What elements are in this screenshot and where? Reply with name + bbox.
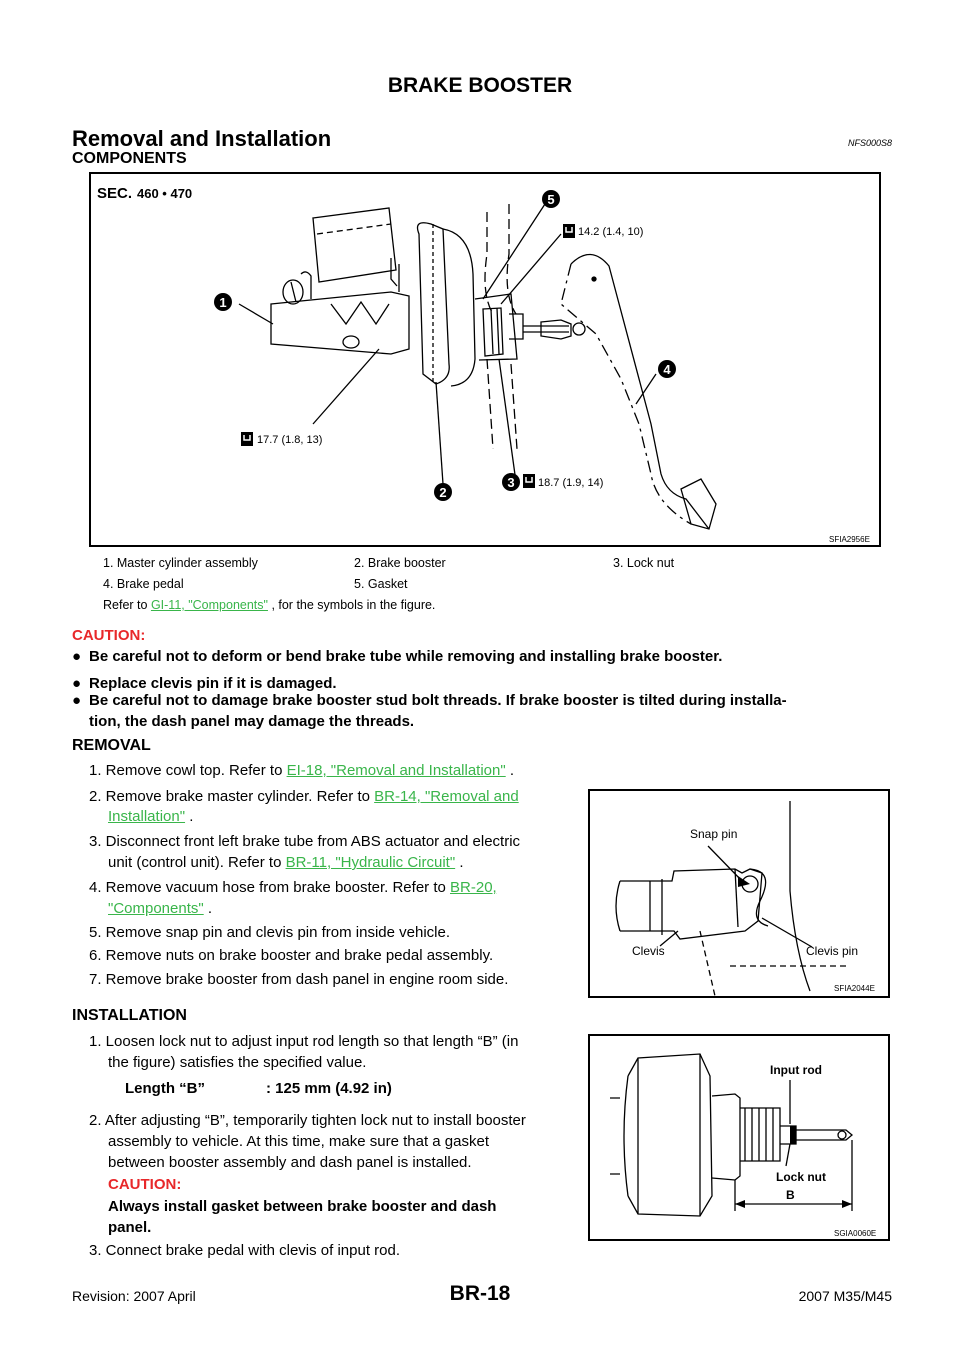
callout-5 [542, 190, 560, 208]
removal-step-4: 4. Remove vacuum hose from brake booster… [89, 877, 497, 898]
callout-5-label: 5 [547, 192, 554, 207]
input-rod-figure: Input rod Lock nut B SGIA0060E [588, 1034, 890, 1241]
page-number: BR-18 [449, 1282, 511, 1305]
spec-label: Length “B” [125, 1080, 205, 1097]
callout-2-label: 2 [439, 485, 446, 500]
clevis-pin-label: Clevis pin [806, 944, 858, 958]
clevis-figure: Snap pin Clevis Clevis pin SFIA2044E [588, 789, 890, 998]
installation-step-3: 3. Connect brake pedal with clevis of in… [89, 1242, 401, 1259]
step-end: . [455, 854, 464, 871]
callout-2 [434, 483, 452, 501]
removal-step-5: 5. Remove snap pin and clevis pin from i… [89, 924, 451, 941]
link-br-14[interactable]: BR-14, "Removal and [374, 788, 519, 805]
torque-value-3: 18.7 (1.9, 14) [538, 477, 603, 489]
callout-1 [214, 293, 232, 311]
legend-item-1: 1. Master cylinder assembly [103, 556, 258, 570]
installation-caution-label: CAUTION: [108, 1176, 182, 1193]
callout-4 [658, 360, 676, 378]
link-br-14-cont[interactable]: Installation" [108, 808, 186, 825]
installation-step-1-cont: the figure) satisfies the specified valu… [108, 1054, 367, 1071]
figure-id: SFIA2044E [834, 984, 875, 993]
footer-revision: Revision: 2007 April [72, 1288, 196, 1304]
footer-model: 2007 M35/M45 [798, 1288, 892, 1304]
callout-3-label: 3 [507, 475, 514, 490]
legend-item-3: 3. Lock nut [613, 556, 675, 570]
installation-step-2: 2. After adjusting “B”, temporarily tigh… [89, 1112, 526, 1129]
installation-caution-line: panel. [108, 1219, 152, 1236]
caution-text: tion, the dash panel may damage the thre… [89, 713, 415, 730]
link-gi-11-components[interactable]: GI-11, "Components" [150, 598, 268, 612]
legend-item-5: 5. Gasket [354, 577, 408, 591]
installation-step-2-cont: between booster assembly and dash panel … [108, 1154, 472, 1171]
lock-nut-label: Lock nut [776, 1170, 826, 1184]
step-text: unit (control unit). Refer to [108, 854, 286, 871]
components-figure: 1 2 3 4 5 SEC. 460 • 470 14.2 (1.4, 10) … [89, 172, 881, 547]
installation-step-1: 1. Loosen lock nut to adjust input rod l… [89, 1033, 519, 1050]
callout-3 [502, 473, 520, 491]
input-rod-label: Input rod [770, 1063, 822, 1077]
caution-label: CAUTION: [72, 627, 146, 644]
sec-numbers: 460 • 470 [137, 186, 192, 201]
link-br-20-cont[interactable]: "Components" [108, 900, 204, 917]
legend-item-4: 4. Brake pedal [103, 577, 184, 591]
length-b-label: B [786, 1188, 795, 1202]
brake-booster-illustration: 1 2 3 4 5 SEC. 460 • 470 14.2 (1.4, 10) … [97, 185, 870, 544]
callout-4-label: 4 [663, 362, 671, 377]
removal-step-3-cont: unit (control unit). Refer to BR-11, "Hy… [108, 852, 464, 873]
installation-caution-line: Always install gasket between brake boos… [108, 1198, 497, 1215]
callout-1-label: 1 [219, 295, 226, 310]
removal-step-6: 6. Remove nuts on brake booster and brak… [89, 947, 494, 964]
page-header-title: BRAKE BOOSTER [387, 74, 573, 97]
caution-text: Be careful not to damage brake booster s… [89, 692, 787, 709]
torque-icon [563, 224, 575, 238]
step-text: 2. Remove brake master cylinder. Refer t… [89, 788, 375, 805]
removal-step-2: 2. Remove brake master cylinder. Refer t… [89, 786, 519, 807]
torque-icon [241, 432, 253, 446]
installation-heading: INSTALLATION [72, 1007, 187, 1024]
link-br-20[interactable]: BR-20, [450, 879, 497, 896]
legend-item-2: 2. Brake booster [354, 556, 446, 570]
refer-suffix: , for the symbols in the figure. [267, 598, 436, 612]
step-end: . [505, 762, 515, 779]
figure-id: SGIA0060E [834, 1229, 876, 1238]
refer-note: Refer to GI-11, "Components" , for the s… [103, 598, 435, 612]
link-ei-18[interactable]: EI-18, "Removal and Installation" [286, 762, 506, 779]
removal-heading: REMOVAL [72, 737, 151, 754]
spec-value: : 125 mm (4.92 in) [266, 1080, 392, 1097]
figure-id: SFIA2956E [829, 535, 870, 544]
removal-step-3: 3. Disconnect front left brake tube from… [89, 833, 521, 850]
removal-step-2-cont: Installation" . [108, 806, 193, 827]
snap-pin-label: Snap pin [690, 827, 737, 841]
installation-step-2-cont: assembly to vehicle. At this time, make … [108, 1133, 490, 1150]
section-code: NFS000S8 [847, 138, 892, 148]
removal-step-7: 7. Remove brake booster from dash panel … [89, 971, 509, 988]
torque-value-1: 14.2 (1.4, 10) [578, 226, 643, 238]
removal-step-4-cont: "Components" . [108, 898, 212, 919]
clevis-illustration: Snap pin Clevis Clevis pin SFIA2044E [615, 801, 875, 997]
link-br-11[interactable]: BR-11, "Hydraulic Circuit" [285, 854, 456, 871]
torque-icon [523, 474, 535, 488]
section-title: Removal and Installation [72, 126, 332, 151]
removal-step-1: 1. Remove cowl top. Refer to EI-18, "Rem… [89, 760, 514, 781]
step-text: 1. Remove cowl top. Refer to [89, 762, 287, 779]
caution-item: ●Replace clevis pin if it is damaged. [72, 675, 337, 692]
step-text: 4. Remove vacuum hose from brake booster… [89, 879, 451, 896]
clevis-label: Clevis [632, 944, 665, 958]
step-end: . [203, 900, 213, 917]
caution-text: Be careful not to deform or bend brake t… [89, 648, 723, 665]
refer-prefix: Refer to [103, 598, 151, 612]
components-heading: COMPONENTS [72, 150, 187, 167]
torque-value-2: 17.7 (1.8, 13) [257, 434, 322, 446]
step-end: . [185, 808, 194, 825]
caution-item: ●Be careful not to damage brake booster … [72, 692, 787, 730]
caution-item: ●Be careful not to deform or bend brake … [72, 648, 723, 665]
input-rod-illustration: Input rod Lock nut B SGIA0060E [610, 1053, 876, 1238]
sec-label: SEC. [97, 185, 132, 202]
caution-text: Replace clevis pin if it is damaged. [89, 675, 337, 692]
